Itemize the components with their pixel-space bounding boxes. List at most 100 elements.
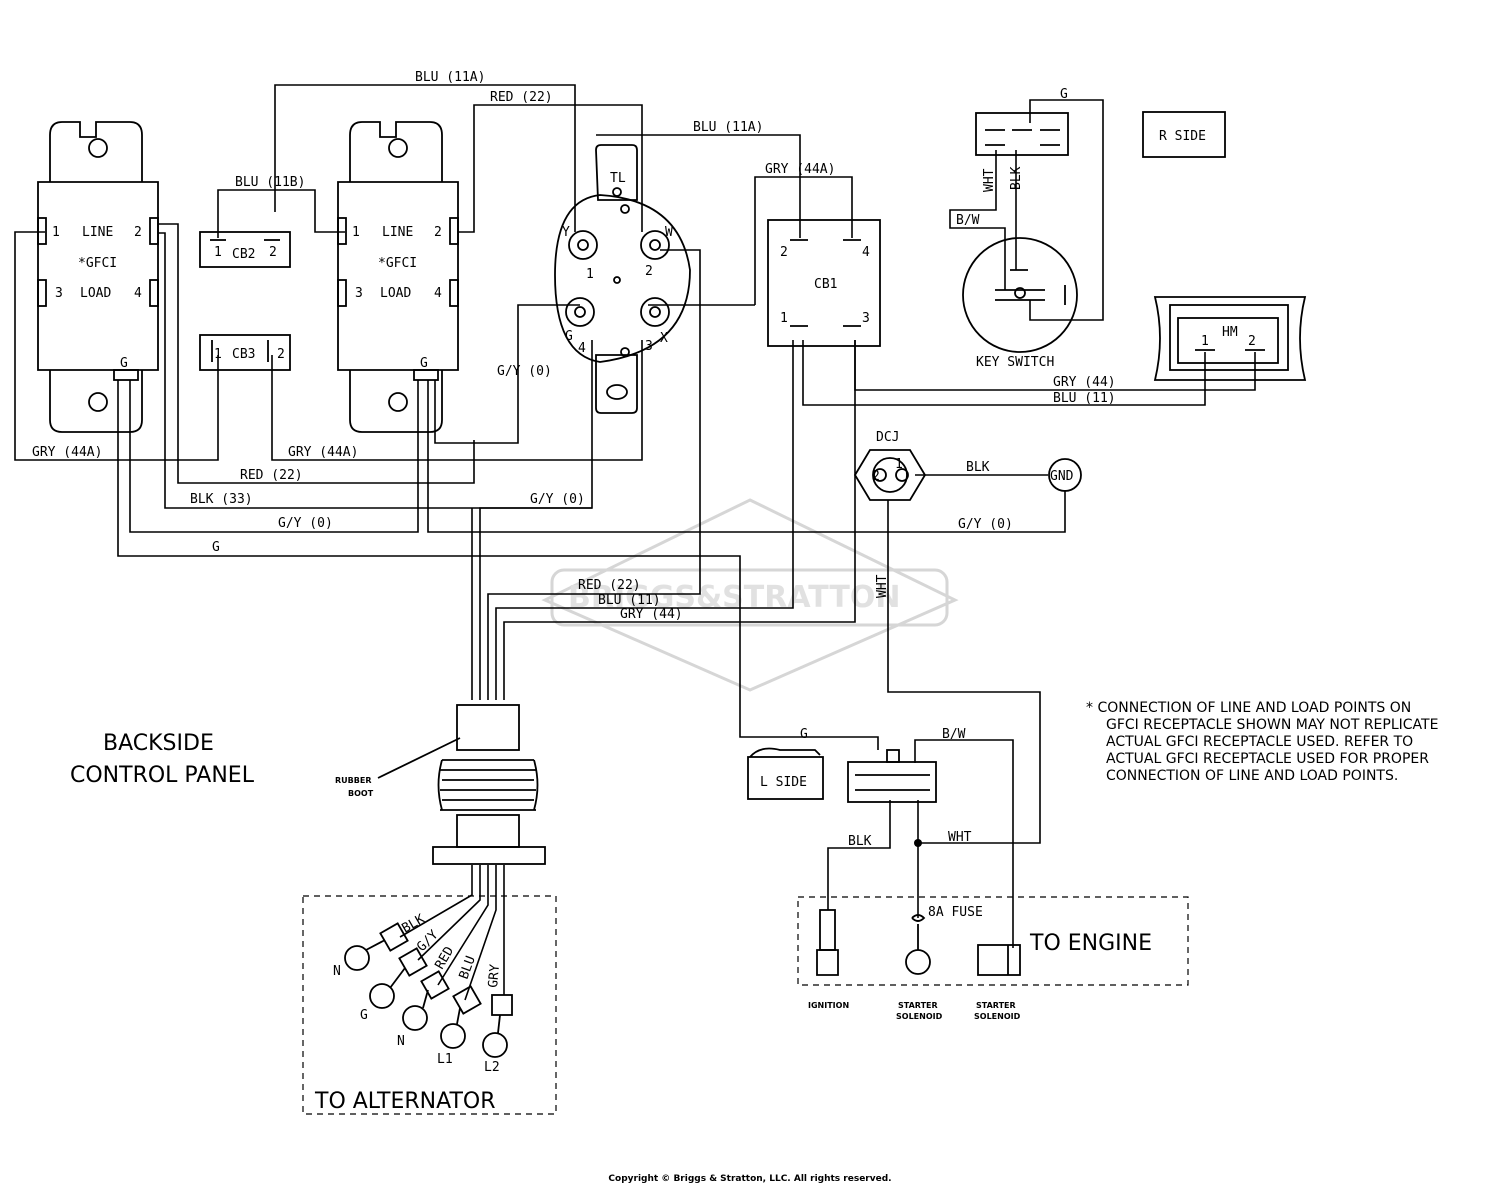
gfci-right-term-1: 1 <box>352 225 360 240</box>
gfci-right-line-label: LINE <box>382 225 413 240</box>
alt-n1-label: N <box>333 964 341 979</box>
alt-red-label: RED <box>432 944 457 972</box>
key-switch: KEY SWITCH WHT BLK B/W G <box>956 87 1078 370</box>
cb1-term-2: 2 <box>780 245 788 260</box>
note-line-5: CONNECTION OF LINE AND LOAD POINTS. <box>1106 768 1398 784</box>
wire-label-blk-engine: BLK <box>848 834 872 849</box>
twist-lock-term-1: 1 <box>586 267 594 282</box>
note-line-4: ACTUAL GFCI RECEPTACLE USED FOR PROPER <box>1106 751 1429 767</box>
twist-lock-receptacle: TL Y W G X 1 2 4 3 <box>554 144 691 414</box>
gfci-right-load-label: LOAD <box>380 286 411 301</box>
gfci-left-gfci-label: *GFCI <box>78 256 117 271</box>
wire-label-gry-44-hm: GRY (44) <box>1053 375 1116 390</box>
watermark: BRIGGS&STRATTON <box>541 498 959 692</box>
cb2-term-1: 1 <box>214 245 222 260</box>
starter-solenoid-1-line1: STARTER <box>898 1001 938 1010</box>
wire-label-blk-dcj: BLK <box>966 460 990 475</box>
wire-label-gy0-c: G/Y (0) <box>278 516 333 531</box>
cb1-term-3: 3 <box>862 311 870 326</box>
wire-label-blk-33: BLK (33) <box>190 492 253 507</box>
wire-label-blu-11b: BLU (11B) <box>235 175 305 190</box>
gfci-left-load-label: LOAD <box>80 286 111 301</box>
cb3-term-2: 2 <box>277 347 285 362</box>
wire-label-blu-11a-top: BLU (11A) <box>415 70 485 85</box>
wires <box>14 84 1256 1001</box>
l-side-tag: L SIDE <box>747 747 824 800</box>
twist-lock-g-label: G <box>565 329 573 344</box>
circuit-breaker-cb3: 1 2 CB3 <box>199 334 291 371</box>
ignition-label: IGNITION <box>808 1001 849 1010</box>
rubber-boot: RUBBER BOOT <box>335 704 546 865</box>
cb1-label: CB1 <box>814 277 837 292</box>
dc-jack: DCJ 2 1 <box>853 430 927 501</box>
wire-label-wht-vertical: WHT <box>875 574 890 598</box>
wire-labels: BLU (11A) RED (22) BLU (11A) BLU (11B) G… <box>32 70 1116 849</box>
dcj-term-1: 1 <box>895 457 903 472</box>
boot-label: BOOT <box>348 789 374 798</box>
alt-blu-label: BLU <box>457 954 479 981</box>
gfci-left-term-2: 2 <box>134 225 142 240</box>
wire-label-gry-44a-left: GRY (44A) <box>32 445 102 460</box>
panel-title: BACKSIDE CONTROL PANEL <box>70 731 255 788</box>
wire-label-red-22-top: RED (22) <box>490 90 553 105</box>
twist-lock-y-label: Y <box>562 225 570 240</box>
note-line-2: GFCI RECEPTACLE SHOWN MAY NOT REPLICATE <box>1106 717 1438 733</box>
gfci-left-ground-label: G <box>120 356 128 371</box>
wire-label-wht-engine: WHT <box>948 830 972 845</box>
gfci-left-term-4: 4 <box>134 286 142 301</box>
hour-meter: 1 2 HM <box>1153 296 1307 381</box>
starter-solenoid-2-line1: STARTER <box>976 1001 1016 1010</box>
dcj-label: DCJ <box>876 430 899 445</box>
wire-label-gy0-b: G/Y (0) <box>530 492 585 507</box>
backside-label: BACKSIDE <box>103 731 214 756</box>
twist-lock-tl-label: TL <box>610 171 626 186</box>
gfci-note: * CONNECTION OF LINE AND LOAD POINTS ON … <box>1086 700 1438 784</box>
wire-label-gy0-d: G/Y (0) <box>958 517 1013 532</box>
cb2-label: CB2 <box>232 247 255 262</box>
control-panel-label: CONTROL PANEL <box>70 763 255 788</box>
watermark-text: BRIGGS&STRATTON <box>568 580 900 615</box>
alt-gry-label: GRY <box>486 963 503 988</box>
wire-label-gry-44a-top: GRY (44A) <box>765 162 835 177</box>
r-side-label: R SIDE <box>1159 129 1206 144</box>
note-line-1: * CONNECTION OF LINE AND LOAD POINTS ON <box>1086 700 1411 716</box>
copyright-text: Copyright © Briggs & Stratton, LLC. All … <box>608 1174 891 1184</box>
hm-term-1: 1 <box>1201 334 1209 349</box>
to-alternator-label: TO ALTERNATOR <box>314 1089 496 1114</box>
gfci-left-term-3: 3 <box>55 286 63 301</box>
wire-label-g-engine: G <box>800 727 808 742</box>
wire-label-bw-engine: B/W <box>942 727 966 742</box>
gnd-label: GND <box>1050 469 1074 484</box>
twist-lock-term-3: 3 <box>645 339 653 354</box>
key-switch-wht-label: WHT <box>982 168 997 192</box>
starter-solenoid-2-line2: SOLENOID <box>974 1012 1021 1021</box>
to-engine-label: TO ENGINE <box>1029 931 1152 956</box>
dcj-term-2: 2 <box>872 469 880 484</box>
twist-lock-term-4: 4 <box>578 341 586 356</box>
gfci-left-line-label: LINE <box>82 225 113 240</box>
hm-label: HM <box>1222 325 1238 340</box>
cb1-term-1: 1 <box>780 311 788 326</box>
twist-lock-w-label: W <box>665 225 673 240</box>
circuit-breaker-cb2: 1 2 CB2 <box>199 231 291 268</box>
key-switch-g-label: G <box>1060 87 1068 102</box>
gfci-receptacle-left: 1 2 3 4 LINE *GFCI LOAD G <box>37 121 159 433</box>
wire-label-red-22-mid: RED (22) <box>240 468 303 483</box>
key-switch-bw-label: B/W <box>956 213 980 228</box>
cb3-label: CB3 <box>232 347 255 362</box>
wire-label-gry-44-low: GRY (44) <box>620 607 683 622</box>
gfci-right-term-2: 2 <box>434 225 442 240</box>
wire-label-blu-11a-mid: BLU (11A) <box>693 120 763 135</box>
alt-l1-label: L1 <box>437 1052 453 1067</box>
circuit-breaker-cb1: 2 4 1 3 CB1 <box>767 219 881 347</box>
gfci-left-term-1: 1 <box>52 225 60 240</box>
alt-n2-label: N <box>397 1034 405 1049</box>
ground-terminal: GND <box>1048 458 1082 492</box>
engine-box: 8A FUSE TO ENGINE IGNITION STARTER SOLEN… <box>797 896 1189 1021</box>
cb1-term-4: 4 <box>862 245 870 260</box>
gfci-receptacle-right: 1 2 3 4 LINE *GFCI LOAD G <box>337 121 459 433</box>
key-switch-label: KEY SWITCH <box>976 355 1054 370</box>
cb3-term-1: 1 <box>214 347 222 362</box>
note-line-3: ACTUAL GFCI RECEPTACLE USED. REFER TO <box>1106 734 1413 750</box>
